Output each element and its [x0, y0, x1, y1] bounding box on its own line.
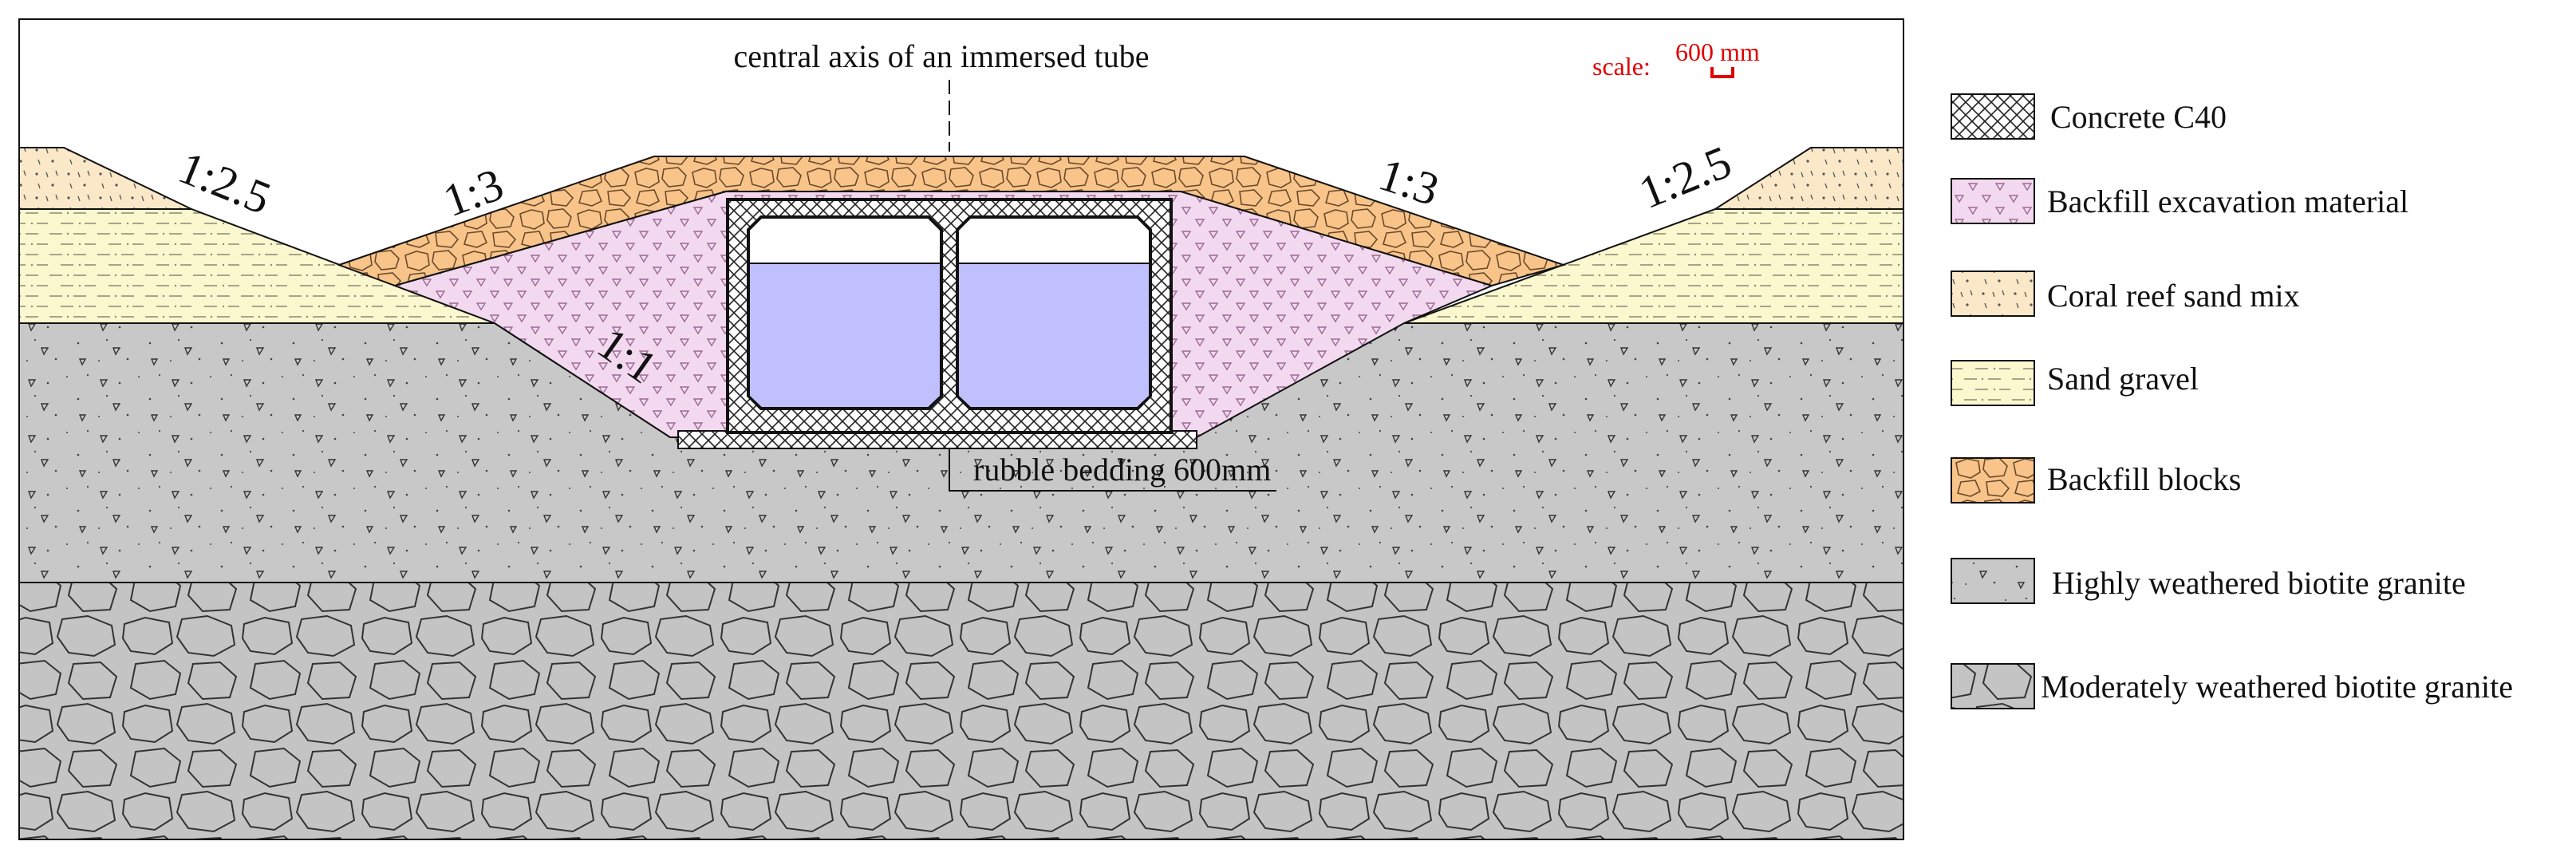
- legend-swatch-concrete: [1951, 93, 2035, 140]
- legend-label: Moderately weathered biotite granite: [2041, 669, 2513, 705]
- drawing-frame: [18, 18, 1904, 840]
- legend-swatch-coral-sand: [1951, 271, 2035, 317]
- axis-label: central axis of an immersed tube: [734, 38, 1150, 74]
- legend-swatch-moderately-weathered: [1951, 663, 2035, 709]
- bedding-label: rubble bedding 600mm: [973, 452, 1271, 488]
- legend-label: Backfill blocks: [2047, 461, 2241, 497]
- legend: Concrete C40 Backfill excavation materia…: [1951, 93, 2513, 709]
- legend-label: Coral reef sand mix: [2047, 278, 2300, 314]
- legend-item-highly-weathered: Highly weathered biotite granite: [1951, 558, 2466, 604]
- legend-label: Concrete C40: [2050, 99, 2227, 135]
- legend-item-coral-sand: Coral reef sand mix: [1951, 271, 2300, 317]
- scale-label: scale:: [1592, 52, 1651, 81]
- legend-item-sand-gravel: Sand gravel: [1951, 360, 2199, 406]
- legend-swatch-sand-gravel: [1951, 360, 2035, 406]
- legend-item-moderately-weathered: Moderately weathered biotite granite: [1951, 663, 2513, 709]
- legend-label: Backfill excavation material: [2047, 184, 2408, 219]
- legend-swatch-backfill-excavation: [1951, 178, 2035, 224]
- layer-coral-sand-left: [18, 147, 192, 210]
- tube-water-right: [959, 263, 1149, 407]
- layer-moderately-weathered: [18, 582, 1904, 840]
- legend-swatch-highly-weathered: [1951, 558, 2035, 604]
- scale-value: 600 mm: [1675, 38, 1760, 66]
- legend-item-backfill-excavation: Backfill excavation material: [1951, 178, 2408, 224]
- tube-water-left: [750, 263, 940, 407]
- legend-item-backfill-blocks: Backfill blocks: [1951, 457, 2241, 504]
- legend-label: Sand gravel: [2047, 361, 2199, 397]
- legend-label: Highly weathered biotite granite: [2052, 565, 2466, 601]
- legend-swatch-backfill-blocks: [1951, 457, 2035, 504]
- section-drawing: [18, 18, 1904, 840]
- layer-coral-sand-right: [1712, 147, 1904, 210]
- bedding-leader-line: [949, 448, 1276, 492]
- legend-item-concrete: Concrete C40: [1951, 93, 2227, 140]
- scale-bar-icon: [1710, 67, 1734, 78]
